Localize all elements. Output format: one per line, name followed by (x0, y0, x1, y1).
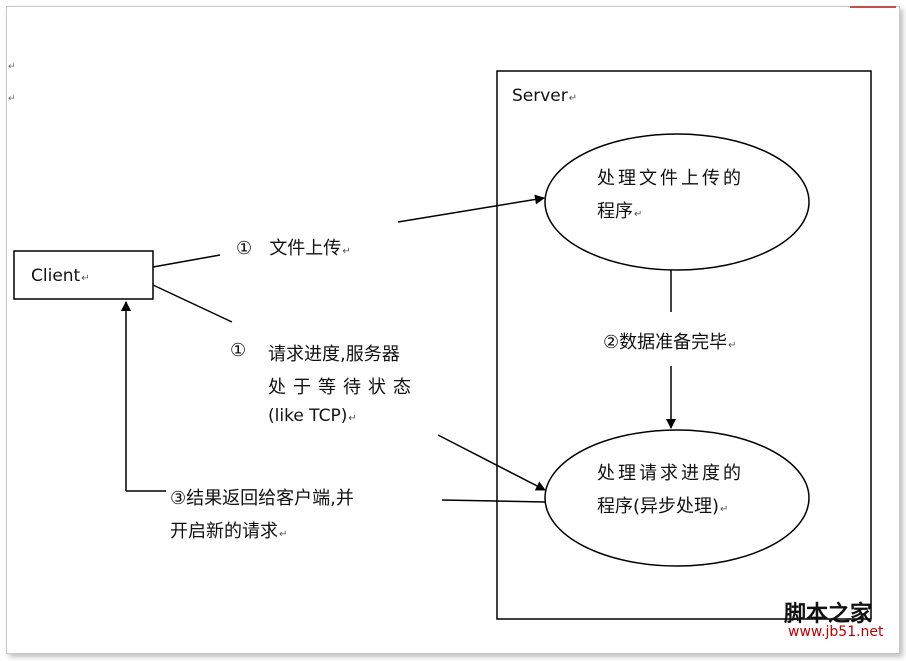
result-label-line1: ③结果返回给客户端,并 (170, 488, 354, 509)
request-label-line2: 处于等待状态 (268, 377, 418, 398)
paragraph-mark: ↵ (8, 62, 16, 72)
progress-handler-line2: 程序(异步处理)↵ (597, 496, 729, 517)
progress-handler-ellipse (544, 429, 810, 567)
request-line-left (152, 284, 233, 323)
request-arrow (437, 434, 546, 491)
server-label: Server↵ (512, 86, 578, 106)
watermark-url: www.jb51.net (788, 624, 884, 640)
result-line-right (441, 499, 546, 503)
request-label-line1: 请求进度,服务器 (268, 344, 400, 365)
upload-handler-line2: 程序↵ (597, 201, 643, 222)
server-box (496, 70, 872, 620)
upload-arrow (397, 194, 545, 223)
upload-handler-ellipse (544, 133, 810, 271)
corner-mark (850, 6, 896, 12)
client-box (13, 250, 154, 300)
upload-line-left (152, 254, 221, 268)
data-ready-label: ②数据准备完毕↵ (603, 332, 737, 353)
progress-handler-line1: 处理请求进度的 (597, 463, 744, 484)
upload-handler-line1: 处理文件上传的 (597, 168, 744, 189)
request-number: ① (230, 340, 247, 361)
paragraph-mark: ↵ (8, 94, 16, 104)
client-label: Client↵ (31, 266, 90, 286)
request-label-line3: (like TCP)↵ (268, 406, 357, 426)
upload-arrow-label: ① 文件上传↵ (236, 238, 351, 259)
watermark-name: 脚本之家 (784, 601, 873, 627)
result-label-line2: 开启新的请求↵ (170, 521, 288, 542)
